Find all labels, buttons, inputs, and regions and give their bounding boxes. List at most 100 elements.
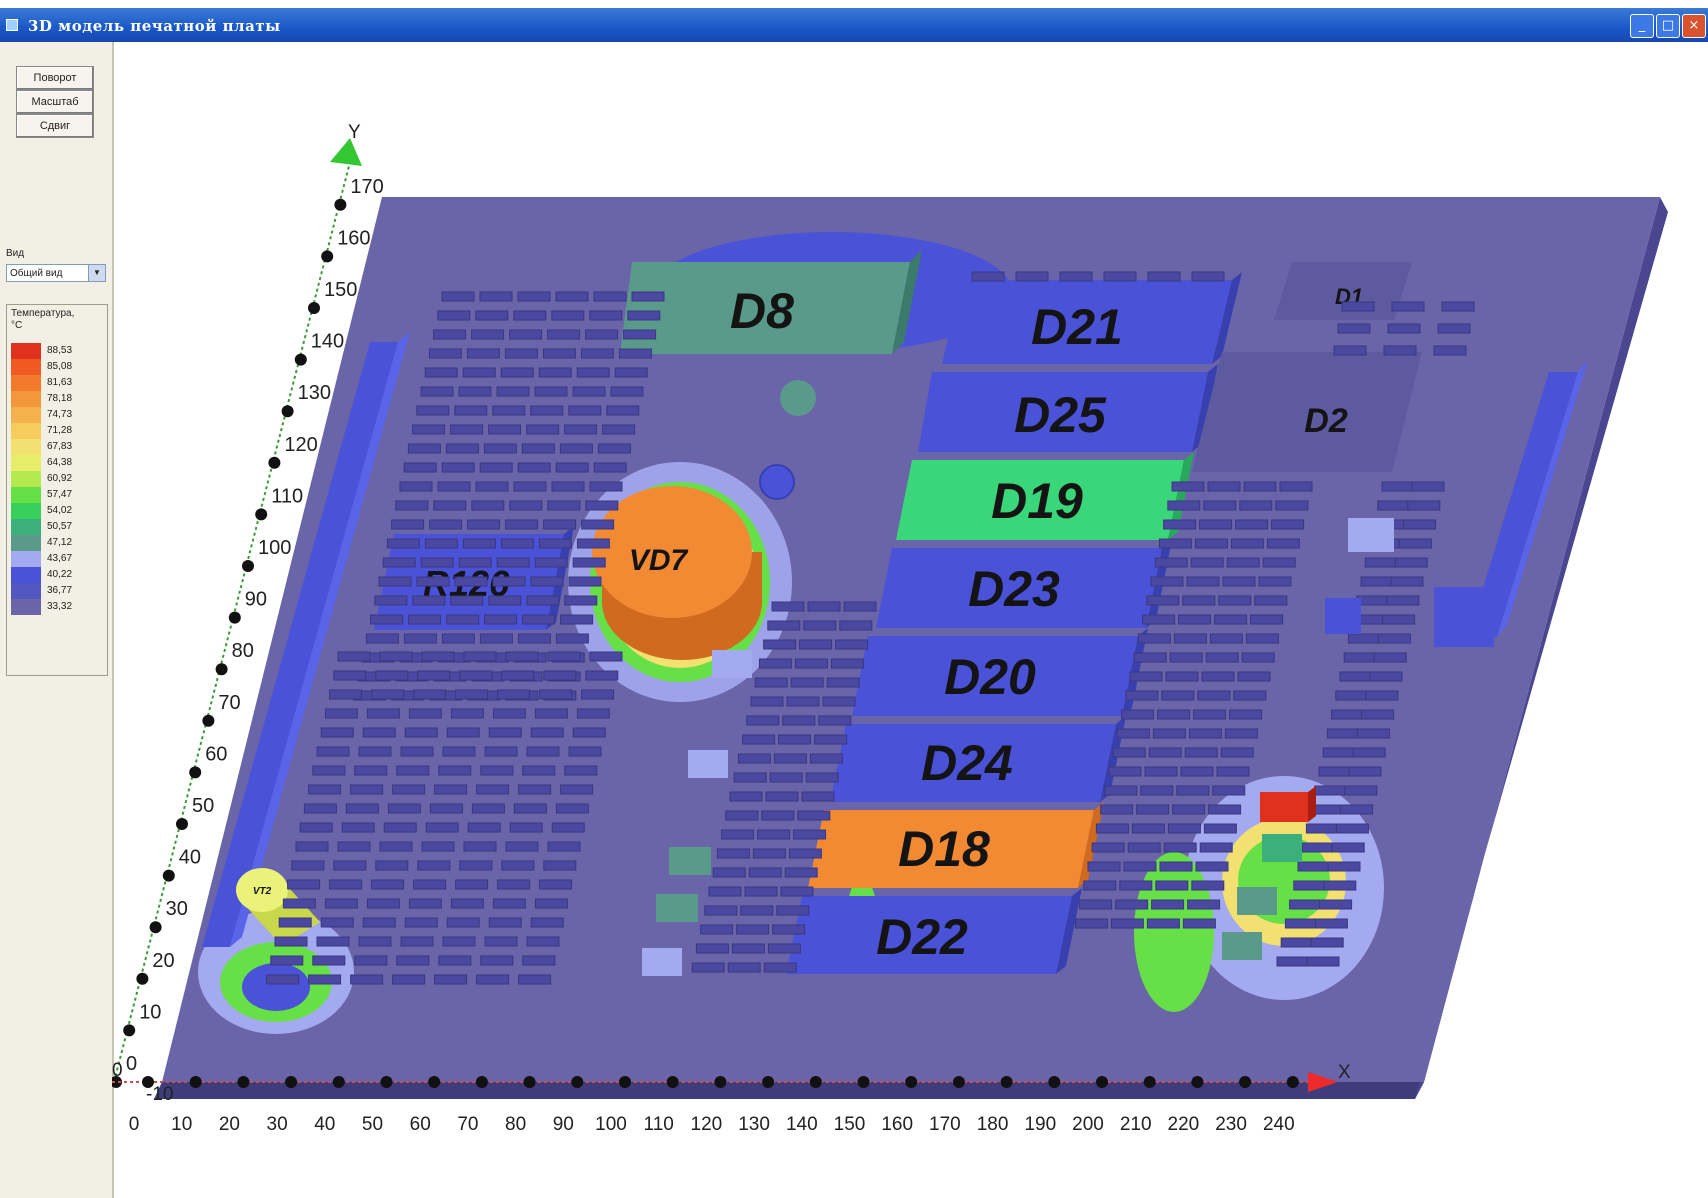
capacitor-vd7[interactable]: VD7	[592, 486, 762, 660]
smd-component	[1275, 500, 1309, 511]
chip-d19[interactable]: D19	[896, 452, 1194, 540]
legend-swatch	[11, 423, 41, 439]
smd-component	[767, 943, 801, 954]
smd-component	[1377, 633, 1411, 644]
shift-button[interactable]: Сдвиг	[16, 114, 94, 138]
chip-d2[interactable]: D2	[1192, 352, 1422, 472]
smd-component	[530, 917, 564, 928]
x-axis-marker	[1000, 1076, 1013, 1088]
smd-component	[488, 917, 522, 928]
transistor-vt2[interactable]: VT2	[236, 868, 320, 946]
y-tick-label: 130	[298, 382, 331, 404]
legend-title-line1: Температура,	[11, 308, 75, 319]
smd-component	[270, 955, 304, 966]
label-d25: D25	[1014, 387, 1107, 443]
smd-component	[1441, 301, 1475, 312]
smd-component	[497, 879, 531, 890]
x-axis-marker	[285, 1076, 298, 1088]
smd-component	[420, 386, 454, 397]
minimize-button[interactable]: _	[1630, 14, 1654, 38]
smd-component	[1360, 576, 1394, 587]
smd-component	[1182, 918, 1216, 929]
smd-component	[467, 519, 501, 530]
smd-component	[555, 291, 589, 302]
hot-chip[interactable]	[1260, 786, 1316, 822]
smd-component	[1258, 576, 1292, 587]
smd-component	[1356, 595, 1390, 606]
x-tick-label: 0	[129, 1114, 140, 1135]
smd-component	[1284, 918, 1318, 929]
chip-d24[interactable]: D24	[830, 716, 1126, 802]
maximize-button[interactable]: □	[1656, 14, 1680, 38]
smd-component	[513, 310, 547, 321]
chip-d22[interactable]: D22	[786, 888, 1082, 974]
legend-swatch	[11, 567, 41, 583]
smd-component	[496, 386, 530, 397]
label-vt2: VT2	[253, 886, 272, 897]
smd-component	[547, 329, 581, 340]
smd-component	[1131, 823, 1165, 834]
x-axis-marker	[1286, 1076, 1299, 1088]
smd-component	[479, 462, 513, 473]
y-tick-label: 0	[126, 1053, 137, 1075]
smd-component	[522, 955, 556, 966]
chip-d21[interactable]: D21	[942, 272, 1242, 364]
smd-component	[1335, 690, 1369, 701]
y-axis-marker	[149, 921, 162, 934]
smd-component	[560, 784, 594, 795]
rotate-button[interactable]: Поворот	[16, 66, 94, 90]
smd-component	[1144, 766, 1178, 777]
smd-component	[392, 784, 426, 795]
smd-component	[329, 879, 363, 890]
close-button[interactable]: ×	[1682, 14, 1706, 38]
smd-component	[1266, 538, 1300, 549]
smd-component	[1158, 538, 1192, 549]
smd-component	[526, 595, 560, 606]
x-axis-marker	[714, 1076, 727, 1088]
y-tick-label: 150	[324, 279, 357, 301]
smd-component	[538, 538, 572, 549]
smd-component	[725, 810, 759, 821]
x-tick-label: 160	[881, 1114, 913, 1135]
chip-d23[interactable]: D23	[876, 540, 1172, 628]
view-select[interactable]: Общий вид ▼	[6, 264, 106, 282]
smd-component	[1091, 842, 1125, 853]
smd-component	[1188, 728, 1222, 739]
smd-component	[366, 898, 400, 909]
smd-component	[564, 765, 598, 776]
smd-component	[462, 367, 496, 378]
legend-value: 57,47	[47, 489, 73, 500]
smd-component	[404, 917, 438, 928]
legend-row: 85,08	[11, 359, 103, 375]
smd-component	[757, 829, 791, 840]
smd-component	[1437, 323, 1471, 334]
smd-component	[274, 936, 308, 947]
scale-button[interactable]: Масштаб	[16, 90, 94, 114]
smd-component	[1229, 709, 1263, 720]
chip-d18[interactable]: D18	[808, 802, 1104, 888]
smd-component	[400, 936, 434, 947]
chevron-down-icon[interactable]: ▼	[88, 265, 105, 281]
chip-d20[interactable]: D20	[852, 628, 1148, 716]
smd-component	[408, 614, 442, 625]
smd-component	[538, 367, 572, 378]
smd-component	[750, 696, 784, 707]
smd-component	[551, 310, 585, 321]
smd-component	[727, 962, 761, 973]
legend-row: 40,22	[11, 567, 103, 583]
smd-component	[1322, 747, 1356, 758]
smd-component	[505, 519, 539, 530]
x-axis-marker	[142, 1076, 154, 1088]
title-bar: 3D модель печатной платы _ □ ×	[0, 8, 1708, 42]
chip-d8[interactable]: D8	[620, 250, 922, 354]
smd-component	[547, 841, 581, 852]
smd-component	[721, 829, 755, 840]
smd-component	[1314, 785, 1348, 796]
smd-component	[433, 329, 467, 340]
chip-d25[interactable]: D25	[918, 364, 1218, 452]
right-connector	[1468, 372, 1578, 637]
smd-component	[492, 405, 526, 416]
smd-component	[379, 841, 413, 852]
pcb-3d-view[interactable]: D8 D21 D25 D19 D23 D20 D24 D18 D22	[112, 42, 1708, 1198]
smd-component	[1127, 842, 1161, 853]
